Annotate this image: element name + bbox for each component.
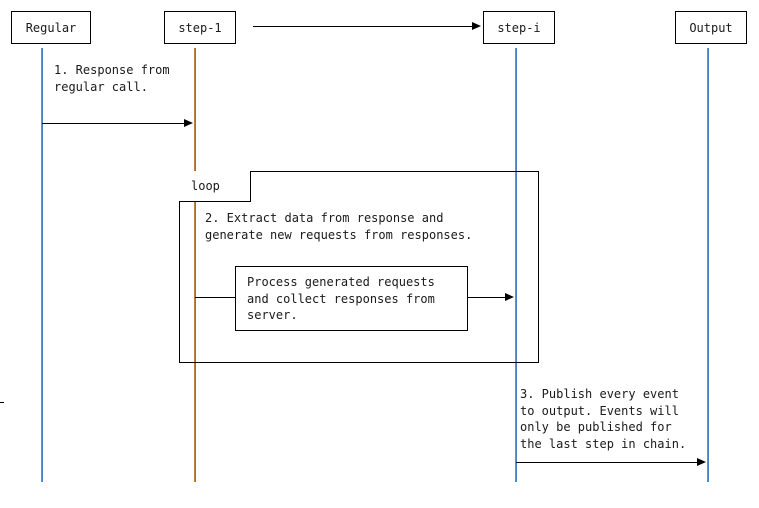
lifeline-regular [41,48,43,482]
message-2-label: 2. Extract data from response and genera… [205,211,473,242]
message-1-label: 1. Response from regular call. [54,63,170,94]
participant-regular[interactable]: Regular [11,11,91,44]
message-2-line-left [195,297,236,298]
participant-label-step-1: step-1 [178,20,222,35]
participant-label-regular: Regular [25,20,77,35]
participant-output[interactable]: Output [675,11,747,44]
loop-fragment-operator-label: loop [191,179,220,193]
message-1-line [42,123,185,124]
message-1-arrow-head-icon [184,119,193,127]
message-3-arrow-head-icon [697,458,706,466]
lifeline-step-1 [194,48,196,482]
message-2-arrow-head-icon [505,293,514,301]
participant-label-output: Output [689,20,733,35]
participant-step-1[interactable]: step-1 [164,11,236,44]
loop-fragment-operator-tab[interactable]: loop [179,171,251,202]
lifeline-output [707,48,709,482]
participant-step-i[interactable]: step-i [483,11,555,44]
header-arrow-line [253,26,474,27]
lifeline-step-i [515,48,517,482]
process-note[interactable]: Process generated requests and collect r… [235,266,468,331]
message-3-label: 3. Publish every event to output. Events… [520,387,687,451]
participant-label-step-i: step-i [497,20,541,35]
message-3-line [516,462,698,463]
canvas-edge-tick [0,402,4,403]
header-arrow-head-icon [472,22,481,30]
loop-fragment[interactable] [179,171,539,363]
message-2-line-right [468,297,507,298]
